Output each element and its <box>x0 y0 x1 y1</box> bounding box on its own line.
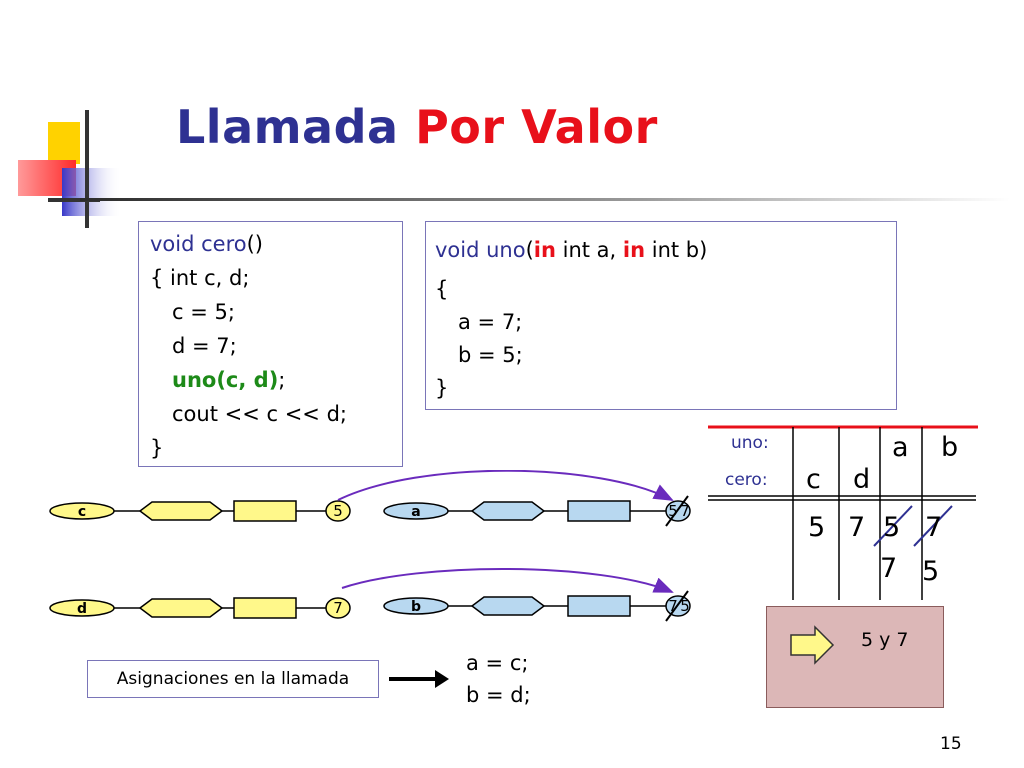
table-c-value: 5 <box>808 512 826 543</box>
title-part-2: Por Valor <box>415 100 658 154</box>
cero-line-3: c = 5; <box>172 300 235 324</box>
var-d-row: d 7 <box>49 597 351 619</box>
var-b-row: b 7 5 <box>383 590 691 622</box>
in-keyword-1: in <box>533 238 556 262</box>
table-col-c: c <box>806 464 821 495</box>
var-c-label: c <box>78 504 86 520</box>
var-a-hexagon <box>470 501 546 521</box>
page-number: 15 <box>940 734 962 754</box>
uno-code-box: void uno(in int a, in int b) { a = 7; b … <box>425 221 897 410</box>
variable-flow-diagram: c 5 a 5 7 d 7 b <box>49 470 691 622</box>
output-text: 5 y 7 <box>861 629 909 651</box>
assignment-line-2: b = d; <box>466 683 531 707</box>
uno-line-5: } <box>435 376 449 400</box>
var-a-label: a <box>411 504 420 520</box>
uno-line-4: b = 5; <box>458 343 523 367</box>
var-d-label: d <box>77 601 87 617</box>
var-d-hexagon <box>138 598 224 618</box>
page-title: Llamada Por Valor <box>176 100 658 154</box>
cero-line-5: uno(c, d); <box>172 370 285 391</box>
var-c-box <box>233 500 297 522</box>
var-a-old-value: 5 <box>668 502 678 520</box>
arrow-d-to-b <box>341 567 674 593</box>
assignments-arrow-icon <box>389 670 449 688</box>
uno-signature: void uno(in int a, in int b) <box>435 240 707 261</box>
uno-line-2: { <box>435 277 449 301</box>
uno-paren: ( <box>525 238 534 262</box>
cero-line-7: } <box>150 436 164 460</box>
var-c-value: 5 <box>333 502 343 520</box>
table-row-cero: cero: <box>725 470 768 490</box>
arrow-c-to-a <box>337 470 674 501</box>
decorative-squares-logo <box>18 110 1010 228</box>
cero-line-4: d = 7; <box>172 334 237 358</box>
cero-parens: () <box>246 232 263 256</box>
uno-keyword: void uno <box>435 238 526 262</box>
var-a-new-value: 7 <box>680 502 690 520</box>
cero-code-box: void cero() { int c, d; c = 5; d = 7; un… <box>138 221 403 467</box>
table-col-d: d <box>853 464 871 495</box>
var-b-box <box>567 595 631 617</box>
table-b-new-value: 5 <box>922 556 940 587</box>
assignment-line-1: a = c; <box>466 651 529 675</box>
var-d-value: 7 <box>333 599 343 617</box>
cero-line-6: cout << c << d; <box>172 402 347 426</box>
table-b-strike <box>913 505 953 547</box>
table-a-old-value: 5 <box>883 512 901 543</box>
var-d-value-circle <box>325 597 351 619</box>
uno-param-1: int a, <box>555 238 623 262</box>
table-b-old-value: 7 <box>925 512 943 543</box>
var-a-row: a 5 7 <box>383 495 691 527</box>
var-a-strike <box>665 495 689 527</box>
var-b-new-value: 5 <box>680 597 690 615</box>
uno-call: uno(c, d) <box>172 368 279 392</box>
var-c-row: c 5 <box>49 500 351 522</box>
var-b-hexagon <box>470 596 546 616</box>
var-c-value-circle <box>325 500 351 522</box>
var-b-label: b <box>411 599 421 615</box>
table-a-strike <box>873 505 913 547</box>
right-arrow-icon <box>790 625 835 665</box>
table-a-new-value: 7 <box>880 553 898 584</box>
table-d-value: 7 <box>848 512 866 543</box>
cero-line-2: { int c, d; <box>150 266 250 290</box>
cero-line-1: void cero() <box>150 234 263 255</box>
table-col-b: b <box>941 432 959 463</box>
memory-table-lines <box>708 425 978 600</box>
uno-call-semicolon: ; <box>278 368 286 392</box>
assignments-label-box: Asignaciones en la llamada <box>87 660 379 698</box>
in-keyword-2: in <box>622 238 646 262</box>
table-col-a: a <box>892 432 909 463</box>
uno-line-3: a = 7; <box>458 310 523 334</box>
cero-keyword: void cero <box>150 232 247 256</box>
var-a-box <box>567 500 631 522</box>
var-c-hexagon <box>138 501 224 521</box>
uno-param-2: int b) <box>645 238 708 262</box>
table-row-uno: uno: <box>731 433 769 453</box>
var-b-strike <box>665 590 689 622</box>
output-result-box: 5 y 7 <box>766 606 944 708</box>
var-b-old-value: 7 <box>668 597 678 615</box>
title-part-1: Llamada <box>176 100 399 154</box>
var-d-box <box>233 597 297 619</box>
